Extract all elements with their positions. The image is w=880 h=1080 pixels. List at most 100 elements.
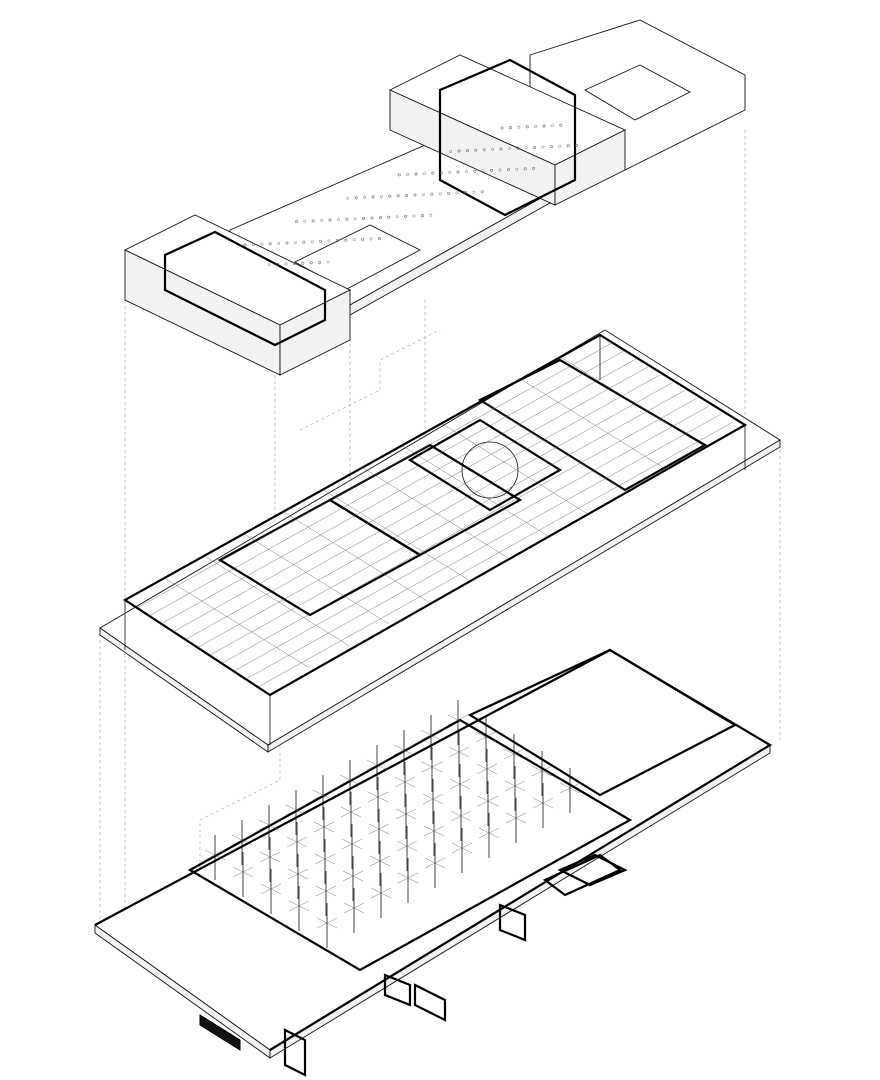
beam (532, 797, 554, 809)
planting-mark (379, 195, 383, 199)
dark-wall (199, 1014, 241, 1051)
beam (369, 855, 391, 867)
planting-mark (533, 145, 536, 149)
planting-mark (377, 237, 381, 241)
planting-mark (482, 148, 486, 152)
beam (340, 806, 362, 818)
planting-mark (508, 126, 512, 130)
planting-mark (301, 261, 305, 265)
planting-mark (499, 147, 503, 151)
upper-floor-level (99, 329, 781, 753)
planting-mark (311, 219, 315, 223)
beam (285, 804, 307, 816)
planting-mark (532, 166, 535, 170)
planting-mark (551, 124, 554, 128)
grid-line (283, 511, 429, 602)
planting-mark (354, 196, 358, 200)
planting-mark (439, 171, 443, 175)
beam (395, 808, 417, 820)
grid-line (197, 382, 673, 648)
beam (368, 823, 390, 835)
beam (341, 838, 363, 850)
planting-mark (405, 193, 408, 197)
planting-mark (515, 167, 519, 171)
planting-mark (575, 143, 578, 147)
beam (258, 819, 280, 831)
planting-mark (472, 190, 476, 194)
roof-level (123, 19, 746, 376)
beam (366, 759, 388, 771)
planting-mark (336, 218, 340, 222)
beam (420, 729, 442, 741)
beam (475, 731, 497, 743)
planting-mark (412, 214, 416, 218)
planting-mark (320, 218, 323, 222)
grid-line (441, 423, 587, 514)
beam (393, 744, 415, 756)
grid-line (401, 445, 548, 536)
planting-mark (438, 192, 442, 196)
beam (316, 917, 338, 929)
grid-line (149, 350, 625, 617)
upper-floor-grid (136, 342, 734, 688)
grid-line (209, 390, 685, 656)
planting-mark (457, 149, 461, 153)
planting-mark (335, 239, 339, 243)
planting-mark (302, 240, 306, 244)
planting-mark (397, 173, 401, 177)
planting-mark (474, 148, 478, 152)
planting-mark (422, 172, 426, 176)
grid-line (520, 378, 666, 470)
beam (449, 778, 471, 790)
grid-line (185, 374, 661, 640)
planting-mark (371, 195, 375, 199)
planting-mark (303, 219, 307, 223)
planting-mark (550, 145, 553, 149)
beam (314, 853, 336, 865)
beam (367, 791, 389, 803)
planting-mark (534, 125, 537, 128)
planting-mark (456, 170, 460, 174)
beam (451, 842, 473, 854)
planting-mark (455, 191, 459, 195)
planting-mark (500, 126, 504, 130)
planting-mark (491, 147, 494, 151)
planting-mark (430, 192, 434, 196)
planting-mark (431, 171, 435, 175)
planting-mark (328, 218, 332, 222)
planting-mark (370, 216, 374, 220)
beam (287, 868, 309, 880)
planting-mark (363, 195, 366, 199)
planting-mark (326, 260, 330, 264)
beam (504, 780, 526, 792)
beam (396, 840, 418, 852)
beam (315, 885, 337, 897)
sphere (461, 441, 519, 499)
planting-mark (388, 194, 392, 198)
beam (342, 870, 364, 882)
beam (313, 821, 335, 833)
planting-mark (277, 241, 280, 245)
grid-line (221, 398, 697, 664)
planting-mark (285, 241, 289, 245)
grid-line (560, 356, 706, 448)
planting-mark (404, 214, 407, 218)
grid-line (245, 413, 721, 680)
planting-mark (352, 238, 356, 242)
beam (394, 776, 416, 788)
grid-line (204, 555, 350, 647)
planting-mark (395, 215, 399, 219)
planting-mark (276, 262, 279, 266)
grid-line (257, 421, 734, 688)
planting-mark (498, 168, 502, 172)
planting-mark (566, 144, 570, 148)
beam (447, 714, 469, 726)
beam (421, 761, 443, 773)
planting-mark (541, 145, 545, 149)
beam (286, 836, 308, 848)
beam (231, 834, 253, 846)
beam (204, 849, 226, 861)
planting-mark (345, 217, 349, 221)
grid-line (173, 366, 649, 632)
